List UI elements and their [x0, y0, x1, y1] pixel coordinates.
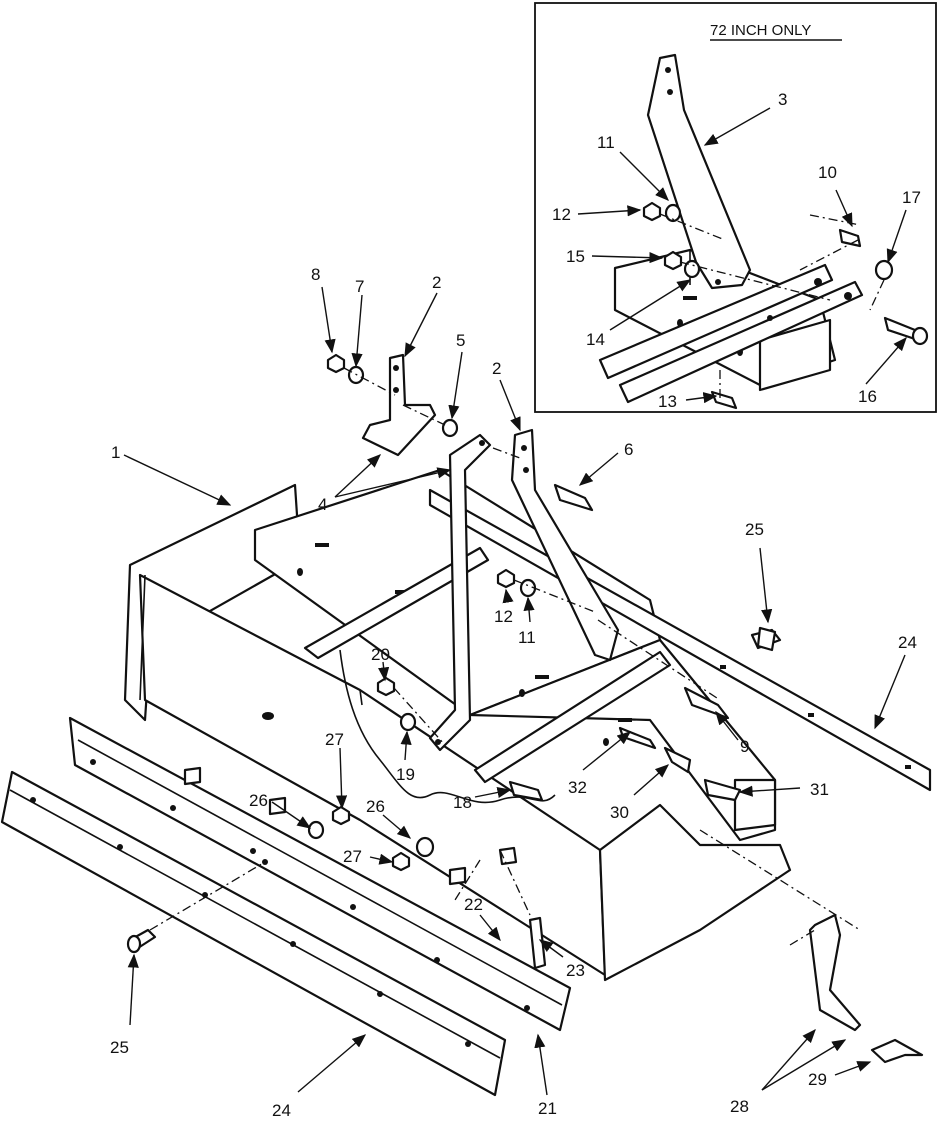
inset-brace-part-3 — [646, 53, 752, 290]
callout-25-upper: 25 — [745, 520, 764, 539]
inset-panel: 72 INCH ONLY — [534, 2, 937, 413]
callout-28: 28 — [730, 1097, 749, 1116]
callout-31: 31 — [810, 780, 829, 799]
callout-26-right: 26 — [366, 797, 385, 816]
callout-24-lower: 24 — [272, 1101, 291, 1120]
callout-26-left: 26 — [249, 791, 268, 810]
callout-19: 19 — [396, 765, 415, 784]
inset-hardware — [642, 201, 929, 410]
inset-title: 72 INCH ONLY — [710, 22, 811, 39]
inset-crossbar — [598, 263, 864, 404]
inset-callout-3: 3 — [778, 90, 787, 109]
callout-22: 22 — [464, 895, 483, 914]
callout-8: 8 — [311, 265, 320, 284]
callout-2-second: 2 — [492, 359, 501, 378]
callout-2: 2 — [432, 273, 441, 292]
inset-callout-11: 11 — [597, 133, 615, 152]
upright-brace-part-2-right — [510, 428, 620, 662]
callout-25-lower: 25 — [110, 1038, 129, 1057]
callout-11: 11 — [518, 628, 536, 647]
inset-callout-10: 10 — [818, 163, 837, 182]
cross-bars — [303, 546, 672, 784]
callout-32: 32 — [568, 778, 587, 797]
callout-27-upper: 27 — [325, 730, 344, 749]
callout-30: 30 — [610, 803, 629, 822]
cutting-edge-part-24 — [0, 770, 507, 1097]
callout-12: 12 — [494, 607, 513, 626]
skid-shoe-part-28 — [808, 913, 924, 1064]
inset-callout-15: 15 — [566, 247, 585, 266]
callout-4: 4 — [318, 495, 327, 514]
callout-5: 5 — [456, 331, 465, 350]
top-link-bracket — [361, 353, 437, 457]
callout-1: 1 — [111, 443, 120, 462]
callout-24-upper: 24 — [898, 633, 917, 652]
carriage-bolt-lower — [126, 928, 157, 954]
inset-callout-17: 17 — [902, 188, 921, 207]
upright-brace-part-2 — [428, 433, 492, 752]
inset-callout-16: 16 — [858, 387, 877, 406]
callout-7: 7 — [355, 277, 364, 296]
callout-9: 9 — [740, 737, 749, 756]
callout-6: 6 — [624, 440, 633, 459]
callout-29: 29 — [808, 1070, 827, 1089]
inset-callout-13: 13 — [658, 392, 677, 411]
inset-callout-14: 14 — [586, 330, 605, 349]
callout-21: 21 — [538, 1099, 557, 1118]
callout-23: 23 — [566, 961, 585, 980]
callout-27-lower: 27 — [343, 847, 362, 866]
callout-18: 18 — [453, 793, 472, 812]
callout-20: 20 — [371, 645, 390, 664]
inset-callout-12: 12 — [552, 205, 571, 224]
mounting-bar-part-21 — [68, 716, 572, 1032]
